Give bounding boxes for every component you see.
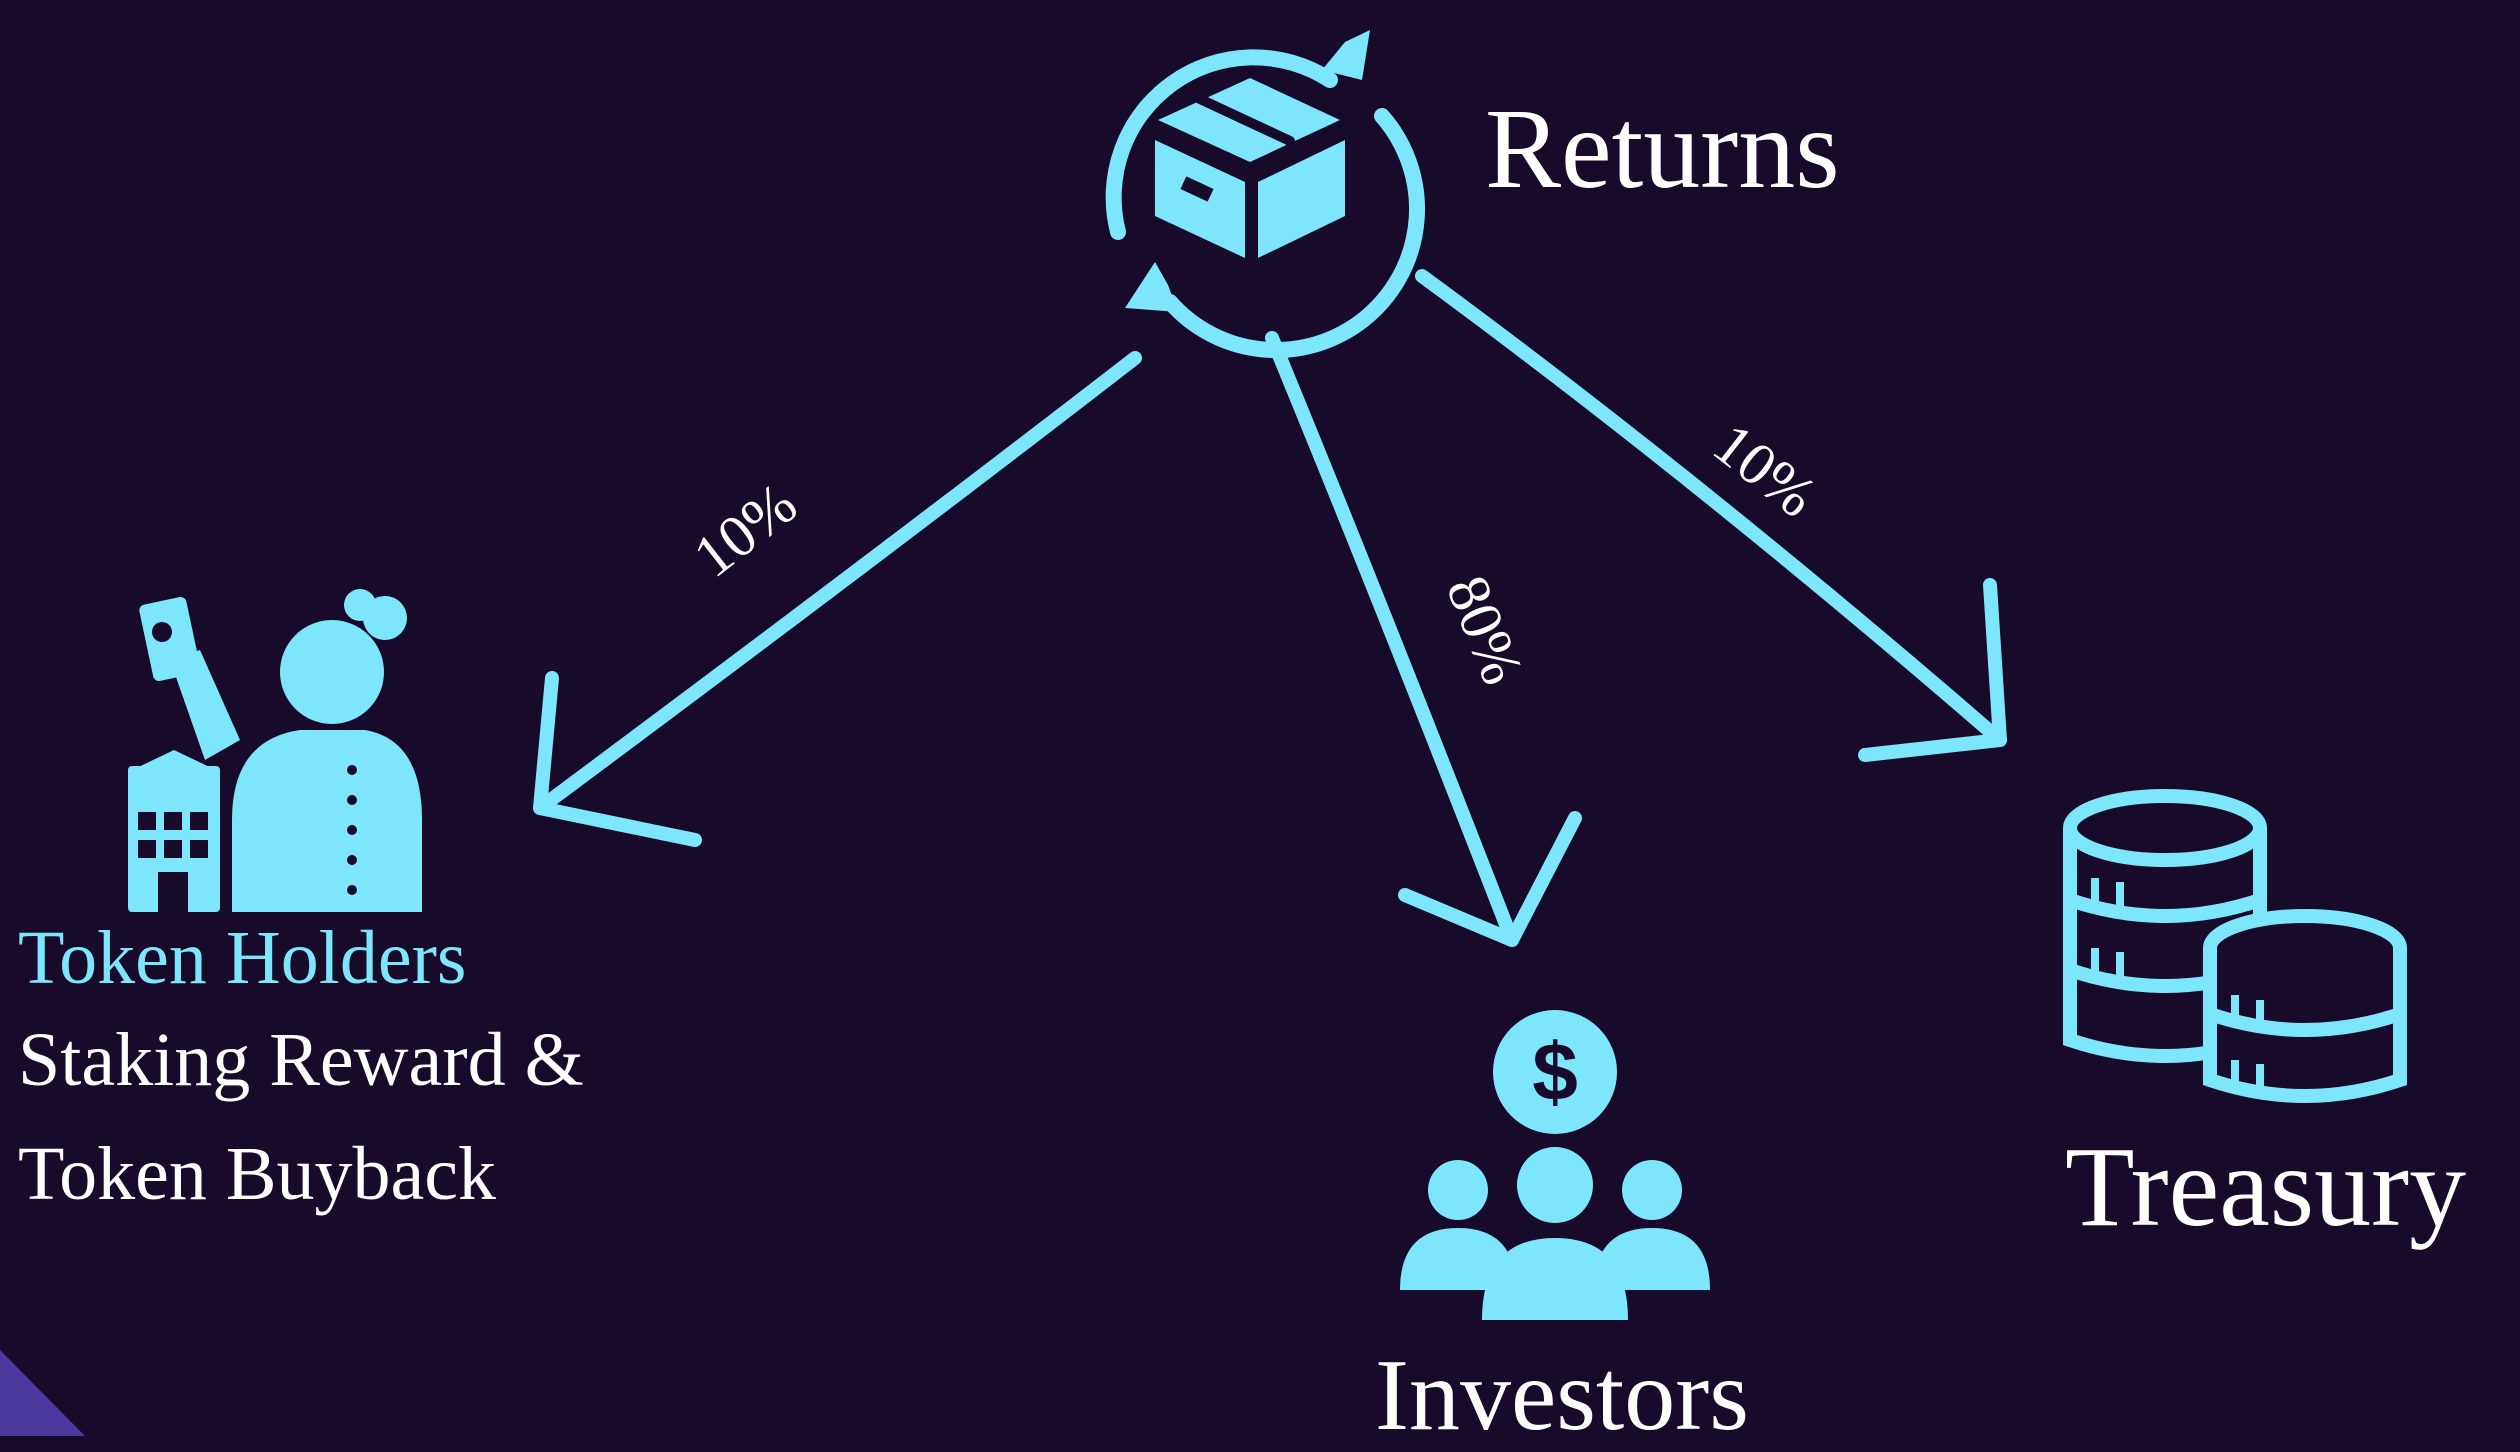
- coin-stack-icon: [2063, 789, 2407, 1103]
- token-holders-line2: Token Buyback: [18, 1132, 497, 1216]
- investors-label: Investors: [1375, 1339, 1749, 1452]
- token-holders-line1: Staking Reward &: [18, 1018, 584, 1102]
- token-holders-title: Token Holders: [18, 916, 467, 1000]
- treasury-label: Treasury: [2065, 1123, 2467, 1250]
- arrow-to-token-holders: [533, 351, 1142, 847]
- returns-label: Returns: [1485, 85, 1840, 212]
- svg-text:$: $: [1532, 1027, 1578, 1118]
- corner-decoration: [0, 1350, 85, 1436]
- box-cycle-icon: [1105, 30, 1425, 359]
- arrow-to-investors: [1265, 331, 1582, 947]
- arrow-to-treasury: [1415, 269, 2007, 762]
- person-building-icon: [128, 589, 422, 912]
- group-dollar-icon: $: [1400, 1010, 1710, 1320]
